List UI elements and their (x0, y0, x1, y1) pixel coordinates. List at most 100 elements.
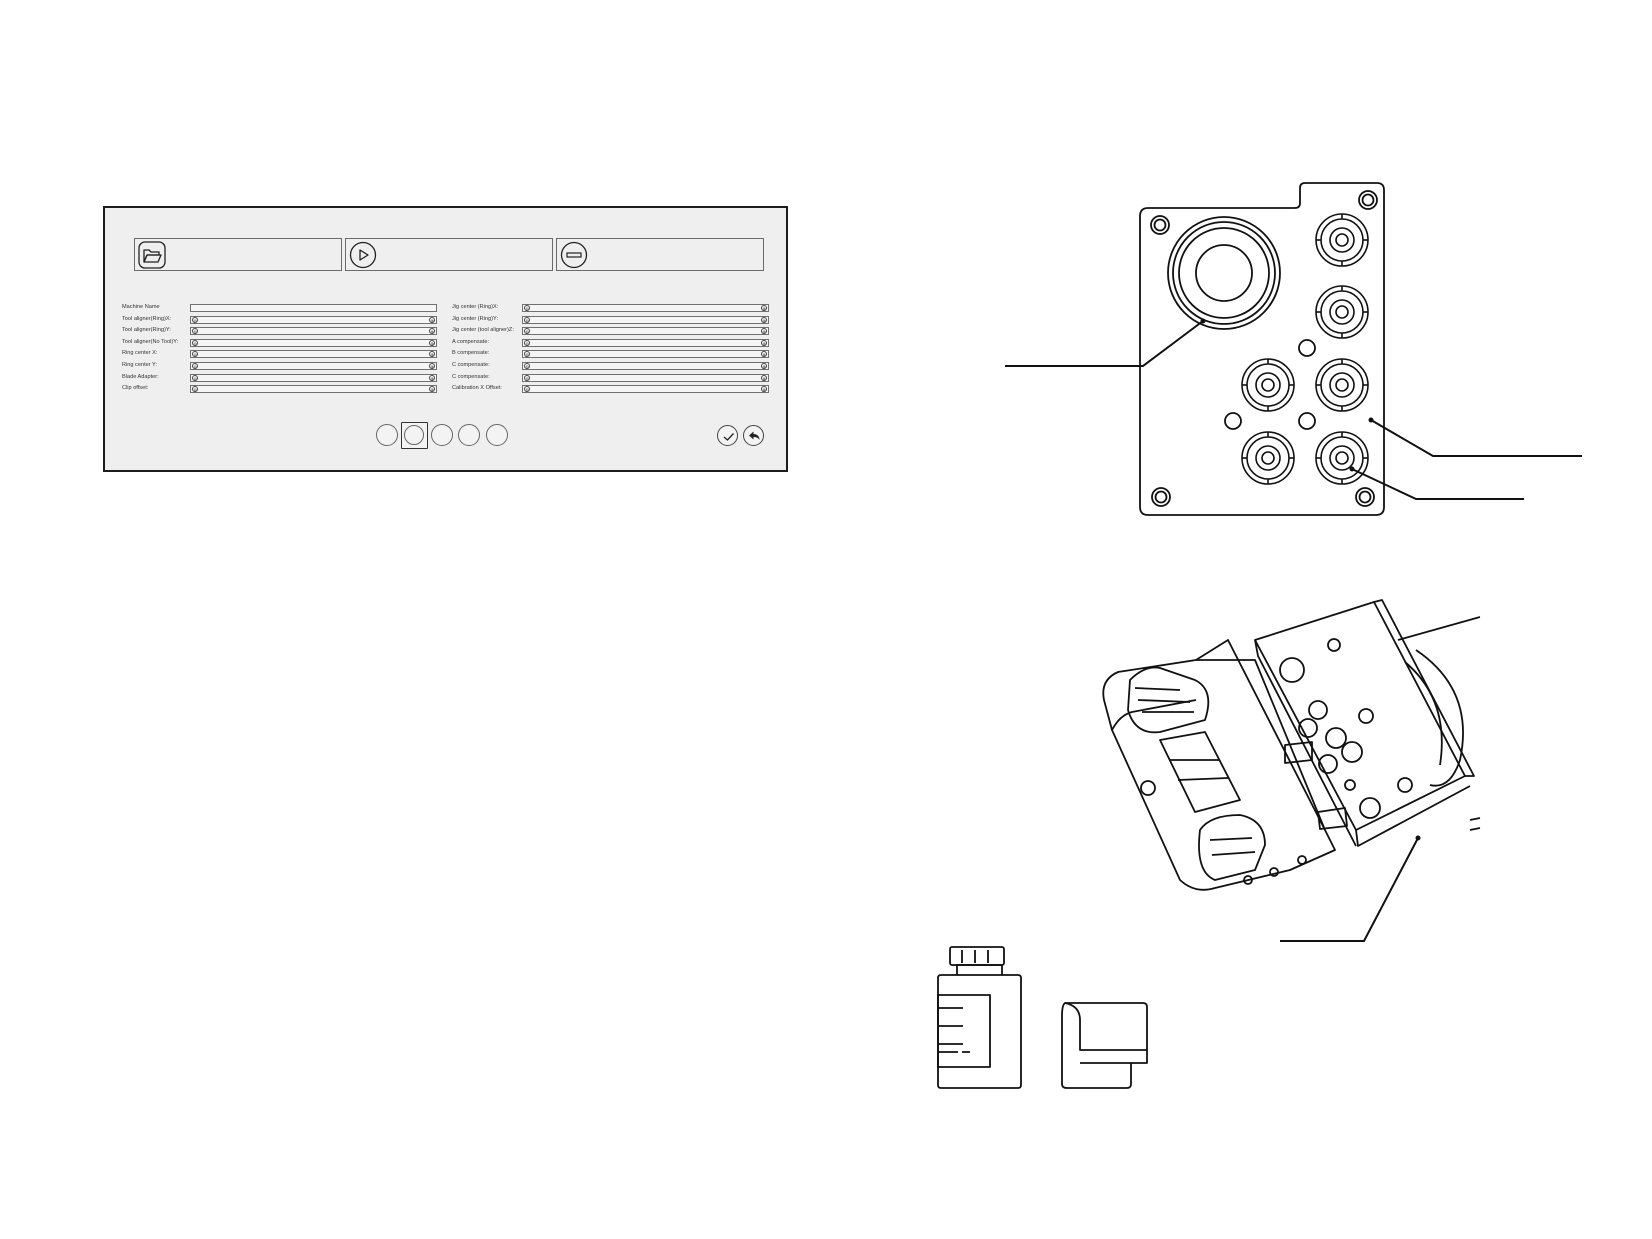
form-row: Ring center X:⊖⊕ (122, 349, 437, 361)
page-dot[interactable] (458, 424, 480, 446)
tool-head-callout (1280, 837, 1419, 942)
increment-icon[interactable]: ⊕ (429, 386, 435, 393)
connector-ring (1329, 445, 1355, 471)
form-label: B compensate: (452, 350, 490, 357)
form-row: C compensate:⊖⊕ (452, 361, 769, 373)
plate-drawing (1139, 182, 1385, 516)
page-dot[interactable] (486, 424, 508, 446)
stop-button[interactable] (556, 238, 764, 271)
increment-icon[interactable]: ⊕ (761, 328, 767, 335)
form-row: B compensate:⊖⊕ (452, 349, 769, 361)
form-label: Calibration X Offset: (452, 385, 502, 392)
open-folder-button[interactable] (134, 238, 342, 271)
increment-icon[interactable]: ⊕ (429, 351, 435, 358)
numeric-stepper-field[interactable]: ⊖⊕ (522, 350, 769, 359)
decrement-icon[interactable]: ⊖ (524, 386, 530, 393)
numeric-stepper-field[interactable]: ⊖⊕ (190, 315, 437, 324)
decrement-icon[interactable]: ⊖ (192, 351, 198, 358)
connector-ring (1255, 372, 1281, 398)
page-dot[interactable] (401, 422, 428, 449)
increment-icon[interactable]: ⊕ (761, 351, 767, 358)
form-label: C compensate: (452, 373, 490, 380)
numeric-stepper-field[interactable]: ⊖⊕ (522, 373, 769, 382)
form-row: Clip offset:⊖⊕ (122, 384, 437, 396)
form-row: Machine Name (122, 303, 437, 315)
form-row: Tool aligner(Ring)X:⊖⊕ (122, 315, 437, 327)
numeric-stepper-field[interactable]: ⊖⊕ (190, 338, 437, 347)
decrement-icon[interactable]: ⊖ (524, 363, 530, 369)
connector-ring (1315, 431, 1369, 485)
increment-icon[interactable]: ⊕ (761, 386, 767, 393)
form-label: C compensate: (452, 362, 490, 368)
bottle-drawing (937, 946, 1022, 1089)
check-icon (723, 433, 734, 441)
decrement-icon[interactable]: ⊖ (192, 386, 198, 393)
form-row: Jig center (Ring)X:⊖⊕ (452, 303, 769, 315)
decrement-icon[interactable]: ⊖ (192, 339, 198, 346)
connector-ring (1261, 378, 1275, 392)
connector-ring (1261, 451, 1275, 465)
form-label: Jig center (Ring)Y: (452, 315, 499, 322)
decrement-icon[interactable]: ⊖ (192, 374, 198, 381)
increment-icon[interactable]: ⊕ (761, 374, 767, 381)
decrement-icon[interactable]: ⊖ (524, 305, 530, 311)
increment-icon[interactable]: ⊕ (761, 305, 767, 311)
connector-ring (1320, 290, 1364, 334)
increment-icon[interactable]: ⊕ (429, 339, 435, 346)
numeric-stepper-field[interactable]: ⊖⊕ (190, 350, 437, 359)
form-label: Tool aligner(No Tool)Y: (122, 338, 179, 345)
tool-head-drawing (1102, 599, 1481, 891)
form-row: Tool aligner(No Tool)Y:⊖⊕ (122, 338, 437, 350)
numeric-stepper-field[interactable]: ⊖⊕ (522, 315, 769, 324)
form-label: Clip offset: (122, 385, 149, 392)
increment-icon[interactable]: ⊕ (429, 316, 435, 323)
back-button[interactable] (743, 425, 764, 446)
machine-name-input[interactable] (190, 304, 437, 312)
numeric-stepper-field[interactable]: ⊖⊕ (190, 373, 437, 382)
form-row: C compensate:⊖⊕ (452, 373, 769, 385)
decrement-icon[interactable]: ⊖ (192, 328, 198, 335)
numeric-stepper-field[interactable]: ⊖⊕ (522, 327, 769, 336)
numeric-stepper-field[interactable]: ⊖⊕ (190, 385, 437, 394)
cloth-drawing (1061, 1002, 1148, 1089)
decrement-icon[interactable]: ⊖ (192, 363, 198, 369)
page-dot-current (404, 425, 424, 445)
increment-icon[interactable]: ⊕ (761, 339, 767, 346)
connector-ring (1320, 218, 1364, 262)
page-dot[interactable] (376, 424, 398, 446)
page-dot[interactable] (431, 424, 453, 446)
play-icon (349, 241, 377, 269)
increment-icon[interactable]: ⊕ (761, 316, 767, 323)
form-label: Ring center Y: (122, 362, 158, 368)
increment-icon[interactable]: ⊕ (429, 363, 435, 369)
form-row: Tool aligner(Ring)Y:⊖⊕ (122, 326, 437, 338)
increment-icon[interactable]: ⊕ (429, 328, 435, 335)
connector-ring (1315, 285, 1369, 339)
decrement-icon[interactable]: ⊖ (524, 316, 530, 323)
decrement-icon[interactable]: ⊖ (524, 374, 530, 381)
connector-ring (1335, 233, 1349, 247)
run-button[interactable] (345, 238, 553, 271)
numeric-stepper-field[interactable]: ⊖⊕ (522, 362, 769, 370)
connector-ring (1329, 372, 1355, 398)
decrement-icon[interactable]: ⊖ (524, 328, 530, 335)
decrement-icon[interactable]: ⊖ (524, 339, 530, 346)
increment-icon[interactable]: ⊕ (761, 363, 767, 369)
decrement-icon[interactable]: ⊖ (524, 351, 530, 358)
decrement-icon[interactable]: ⊖ (192, 316, 198, 323)
form-label: Jig center (tool aligner)Z: (452, 327, 514, 334)
connector-ring (1335, 451, 1349, 465)
form-label: Jig center (Ring)X: (452, 304, 499, 310)
numeric-stepper-field[interactable]: ⊖⊕ (522, 304, 769, 312)
connector-ring (1246, 436, 1290, 480)
form-row: Jig center (tool aligner)Z:⊖⊕ (452, 326, 769, 338)
numeric-stepper-field[interactable]: ⊖⊕ (522, 338, 769, 347)
form-label: Ring center X: (122, 350, 158, 357)
increment-icon[interactable]: ⊕ (429, 374, 435, 381)
numeric-stepper-field[interactable]: ⊖⊕ (522, 385, 769, 394)
numeric-stepper-field[interactable]: ⊖⊕ (190, 362, 437, 370)
numeric-stepper-field[interactable]: ⊖⊕ (190, 327, 437, 336)
connector-ring (1315, 358, 1369, 412)
confirm-button[interactable] (717, 425, 738, 446)
